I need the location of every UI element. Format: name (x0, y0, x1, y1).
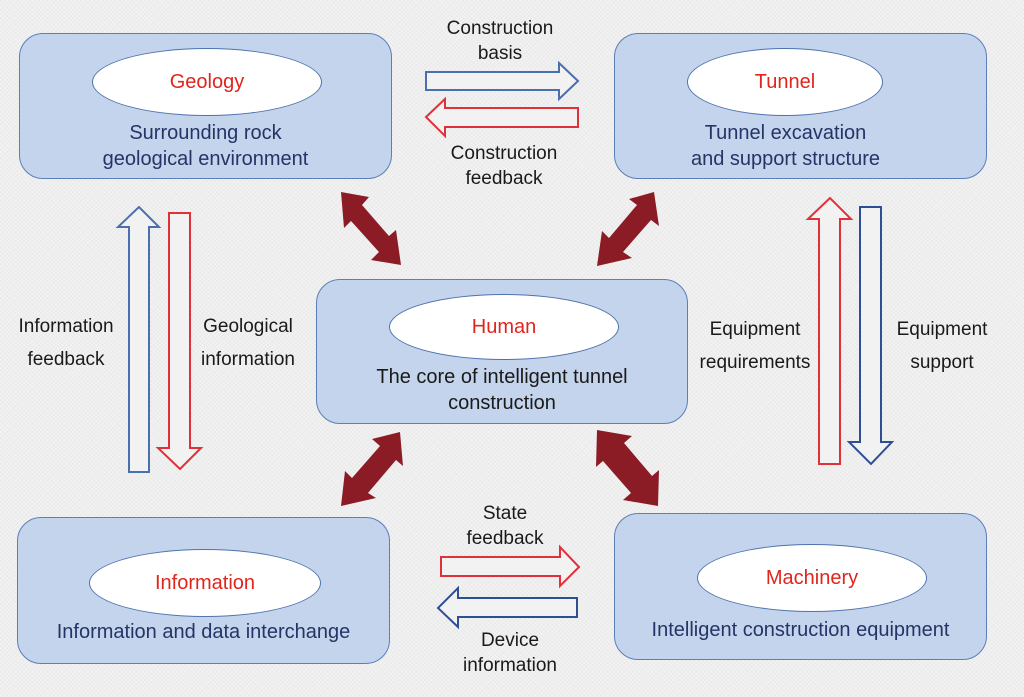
geology-human-bidirectional-arrow (341, 192, 401, 265)
geology-title: Geology (169, 70, 245, 93)
state-feedback-label-2: feedback (466, 528, 544, 549)
machinery-title: Machinery (765, 566, 859, 589)
device-information-label-2: information (463, 655, 557, 676)
equipment-requirements-label-1: Equipment (709, 319, 801, 340)
geology-desc-line2: geological environment (102, 148, 309, 170)
tunnel-box: Tunnel Tunnel excavation and support str… (614, 33, 987, 179)
information-human-bidirectional-arrow (341, 432, 403, 506)
construction-basis-label-2: basis (477, 43, 523, 64)
geology-desc-line1: Surrounding rock (129, 122, 282, 144)
construction-feedback-arrow (424, 96, 579, 139)
construction-basis-arrow (425, 60, 580, 102)
state-feedback-label-1: State (482, 503, 528, 524)
human-desc-line2: construction (448, 392, 556, 414)
geology-box: Geology Surrounding rock geological envi… (19, 33, 392, 179)
machinery-box: Machinery Intelligent construction equip… (614, 513, 987, 660)
tunnel-ellipse: Tunnel (687, 48, 883, 116)
geological-information-label-1: Geological (203, 316, 293, 337)
construction-basis-label-1: Construction (446, 18, 554, 39)
geological-information-arrow (155, 212, 204, 471)
geological-information-label-2: information (201, 349, 295, 370)
tunnel-title: Tunnel (754, 70, 816, 93)
information-title: Information (154, 571, 256, 594)
information-ellipse: Information (89, 549, 321, 617)
equipment-requirements-arrow (805, 196, 854, 465)
equipment-support-label-1: Equipment (896, 319, 988, 340)
human-box: Human The core of intelligent tunnel con… (316, 279, 688, 424)
device-information-label-1: Device (480, 630, 540, 651)
human-ellipse: Human (389, 294, 619, 360)
bidirectional-arrows (341, 192, 659, 506)
geology-ellipse: Geology (92, 48, 322, 116)
human-title: Human (471, 315, 537, 338)
human-desc-line1: The core of intelligent tunnel (376, 366, 628, 388)
machinery-desc: Intelligent construction equipment (651, 619, 950, 641)
information-feedback-label-2: feedback (27, 349, 105, 370)
information-feedback-label-1: Information (18, 316, 114, 337)
information-box: Information Information and data interch… (17, 517, 390, 664)
equipment-requirements-label-2: requirements (699, 352, 811, 373)
tunnel-desc-line1: Tunnel excavation (704, 122, 867, 144)
tunnel-desc-line2: and support structure (691, 148, 880, 170)
construction-feedback-label-1: Construction (450, 143, 558, 164)
machinery-human-bidirectional-arrow (596, 430, 659, 506)
equipment-support-arrow (846, 206, 895, 466)
state-feedback-arrow (440, 544, 581, 589)
information-feedback-arrow (115, 205, 162, 473)
tunnel-human-bidirectional-arrow (597, 192, 659, 266)
equipment-support-label-2: support (910, 352, 974, 373)
information-desc: Information and data interchange (56, 621, 351, 643)
machinery-ellipse: Machinery (697, 544, 927, 612)
device-information-arrow (436, 585, 578, 630)
construction-feedback-label-2: feedback (465, 168, 543, 189)
